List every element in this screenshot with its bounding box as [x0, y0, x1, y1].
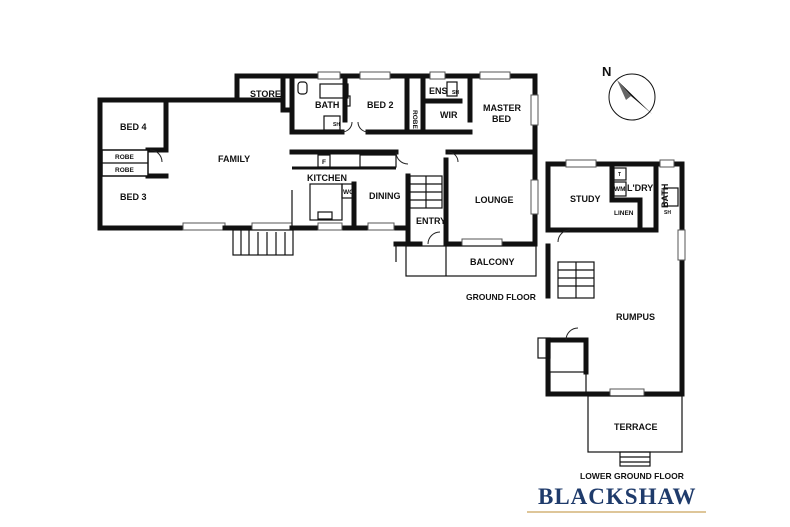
brand-logo: BLACKSHAW	[527, 484, 706, 513]
lower-store-box	[549, 371, 587, 395]
door-swing-icon	[557, 229, 571, 243]
door-swing-icon	[565, 327, 579, 341]
shower-icon	[323, 115, 341, 131]
rumpus-window	[677, 229, 686, 261]
ground-floor-plan	[97, 71, 539, 277]
room-label-shower: SH	[664, 210, 671, 216]
floor-label-lower: LOWER GROUND FLOOR	[580, 471, 684, 481]
washing-machine-label: WM	[614, 186, 626, 193]
study-window	[565, 159, 597, 168]
toilet-label: T	[618, 172, 621, 178]
room-label-master-bed: MASTER	[483, 103, 522, 113]
room-label-robe: ROBE	[115, 154, 134, 161]
master-window	[479, 71, 511, 80]
bath-window	[317, 71, 341, 80]
balcony-rail	[395, 244, 537, 277]
room-label-bed4: BED 4	[120, 122, 147, 132]
lower-stairs	[557, 261, 595, 299]
floor-label-ground: GROUND FLOOR	[466, 292, 536, 302]
door-swing-icon	[447, 151, 459, 163]
room-label-store: STORE	[250, 89, 281, 99]
family-steps	[232, 229, 294, 256]
lower-cupboard-wall	[545, 337, 589, 375]
room-label-shower: SH	[333, 122, 340, 128]
room-label-balcony: BALCONY	[470, 257, 515, 267]
dining-window	[317, 222, 343, 231]
master-east-window	[530, 94, 539, 126]
kitchen-counter	[359, 154, 397, 168]
room-label-shower: SH	[452, 90, 459, 96]
room-label-entry: ENTRY	[416, 216, 446, 226]
room-label-robe: ROBE	[411, 110, 418, 129]
door-swing-icon	[395, 151, 409, 165]
room-label-ens: ENS	[429, 86, 448, 96]
north-label: N	[602, 64, 611, 79]
basin-icon	[344, 95, 351, 107]
brand-name: BLACKSHAW	[538, 484, 697, 509]
room-label-rumpus: RUMPUS	[616, 312, 655, 322]
room-label-bed3: BED 3	[120, 192, 147, 202]
shower-icon	[663, 187, 679, 207]
rumpus-door	[609, 388, 645, 397]
family-window	[182, 222, 226, 231]
bath-window-lower	[659, 159, 675, 168]
room-label-robe: ROBE	[115, 167, 134, 174]
toilet-icon	[297, 81, 308, 95]
room-label-lounge: LOUNGE	[475, 195, 514, 205]
dining-window-2	[367, 222, 395, 231]
room-label-bath: BATH	[315, 100, 339, 110]
fridge-label: F	[322, 159, 326, 166]
room-label-bed2: BED 2	[367, 100, 394, 110]
toilet-icon	[613, 167, 627, 181]
washing-machine-icon	[613, 181, 627, 197]
wall-oven-label: WO	[343, 189, 354, 196]
door-swing-icon	[341, 121, 353, 133]
door-swing-icon	[357, 121, 369, 133]
room-label-family: FAMILY	[218, 154, 250, 164]
kitchen-island	[309, 183, 343, 221]
door-swing-icon	[149, 149, 163, 163]
north-arrow-icon	[608, 73, 656, 121]
entry-door-icon	[427, 231, 441, 245]
bathtub-icon	[319, 83, 349, 99]
family-window-2	[251, 222, 293, 231]
room-label-kitchen: KITCHEN	[307, 173, 347, 183]
room-label-laundry: L'DRY	[627, 183, 653, 193]
ens-shower-icon	[446, 81, 458, 97]
room-label-bath-lower: BATH	[660, 184, 670, 208]
room-label-terrace: TERRACE	[614, 422, 658, 432]
ens-window	[429, 71, 446, 80]
room-label-master-bed-2: BED	[492, 114, 512, 124]
room-label-linen: LINEN	[614, 210, 634, 217]
compass: N	[602, 64, 656, 121]
terrace-steps	[619, 451, 651, 467]
fridge-icon	[317, 154, 331, 168]
lower-side-box	[537, 337, 551, 359]
room-label-study: STUDY	[570, 194, 601, 204]
bed2-window	[359, 71, 391, 80]
entry-stairs	[409, 175, 443, 209]
room-label-dining: DINING	[369, 191, 401, 201]
lower-ground-floor-plan	[537, 159, 686, 467]
lounge-window	[530, 179, 539, 215]
room-label-wir: WIR	[440, 110, 458, 120]
lounge-door	[461, 238, 503, 247]
sink-icon	[317, 211, 333, 220]
